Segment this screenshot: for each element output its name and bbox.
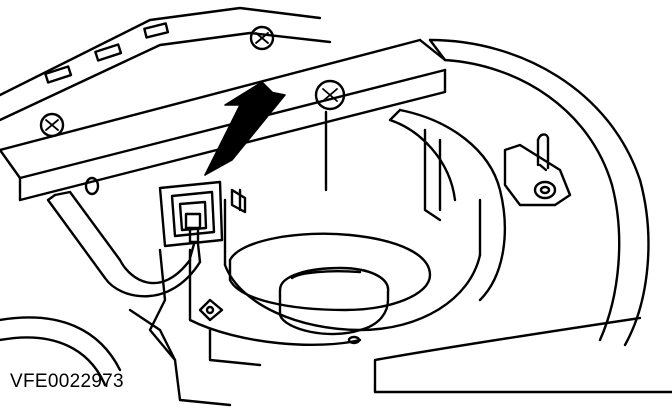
arrow-icon [204, 81, 286, 176]
mounting-bracket [0, 38, 447, 202]
figure-code: VFE0022973 [10, 371, 124, 392]
panel-slot [143, 22, 170, 39]
screw-icon [314, 79, 346, 111]
panel-slot [94, 43, 123, 62]
screw-icon [39, 112, 65, 138]
side-mount [503, 133, 572, 207]
lower-trim [0, 248, 232, 407]
wiring-harness [46, 190, 202, 298]
electrical-connector [158, 180, 224, 248]
blower-motor [188, 108, 507, 367]
screw-icon [249, 25, 275, 51]
panel-slot [44, 65, 73, 84]
dash-panel [0, 6, 332, 122]
housing-shell [373, 38, 672, 394]
